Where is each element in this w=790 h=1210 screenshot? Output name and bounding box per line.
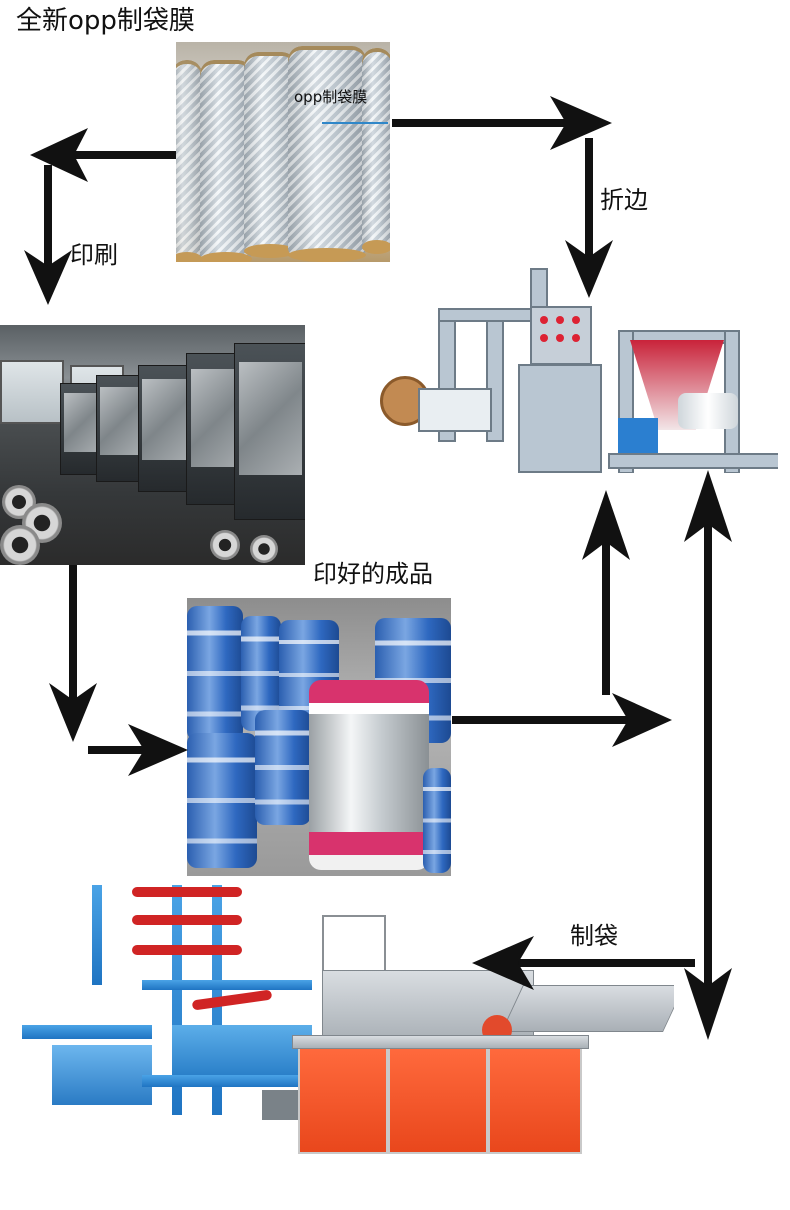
page-title: 全新opp制袋膜 (16, 6, 195, 36)
arrowhead-down-printing-output (49, 683, 97, 742)
arrowhead-up-folding (582, 490, 630, 560)
arrowhead-right-printed-output (612, 693, 672, 747)
arrowhead-down-printing (24, 250, 72, 305)
arrowhead-right-printed (128, 724, 188, 776)
edge-folding-machine-photo (378, 268, 778, 473)
film-label-pointer (322, 122, 388, 124)
arrowhead-down-folding (565, 240, 613, 298)
arrowhead-left-bag (472, 936, 534, 990)
label-bag-making: 制袋 (570, 922, 618, 950)
opp-film-rolls-photo: opp制袋膜 (176, 42, 390, 262)
label-folding: 折边 (600, 186, 648, 214)
arrowhead-down-bag (684, 968, 732, 1040)
arrowhead-right-film (550, 96, 612, 150)
label-printed-product: 印好的成品 (313, 560, 433, 588)
arrowhead-left (30, 128, 88, 182)
printing-workshop-photo (0, 325, 305, 565)
film-photo-label: opp制袋膜 (294, 88, 368, 106)
printed-rolls-photo (187, 598, 451, 876)
bag-making-machine-photo (22, 875, 674, 1175)
arrowhead-up-folding-right (684, 470, 732, 542)
label-printing: 印刷 (70, 241, 118, 269)
